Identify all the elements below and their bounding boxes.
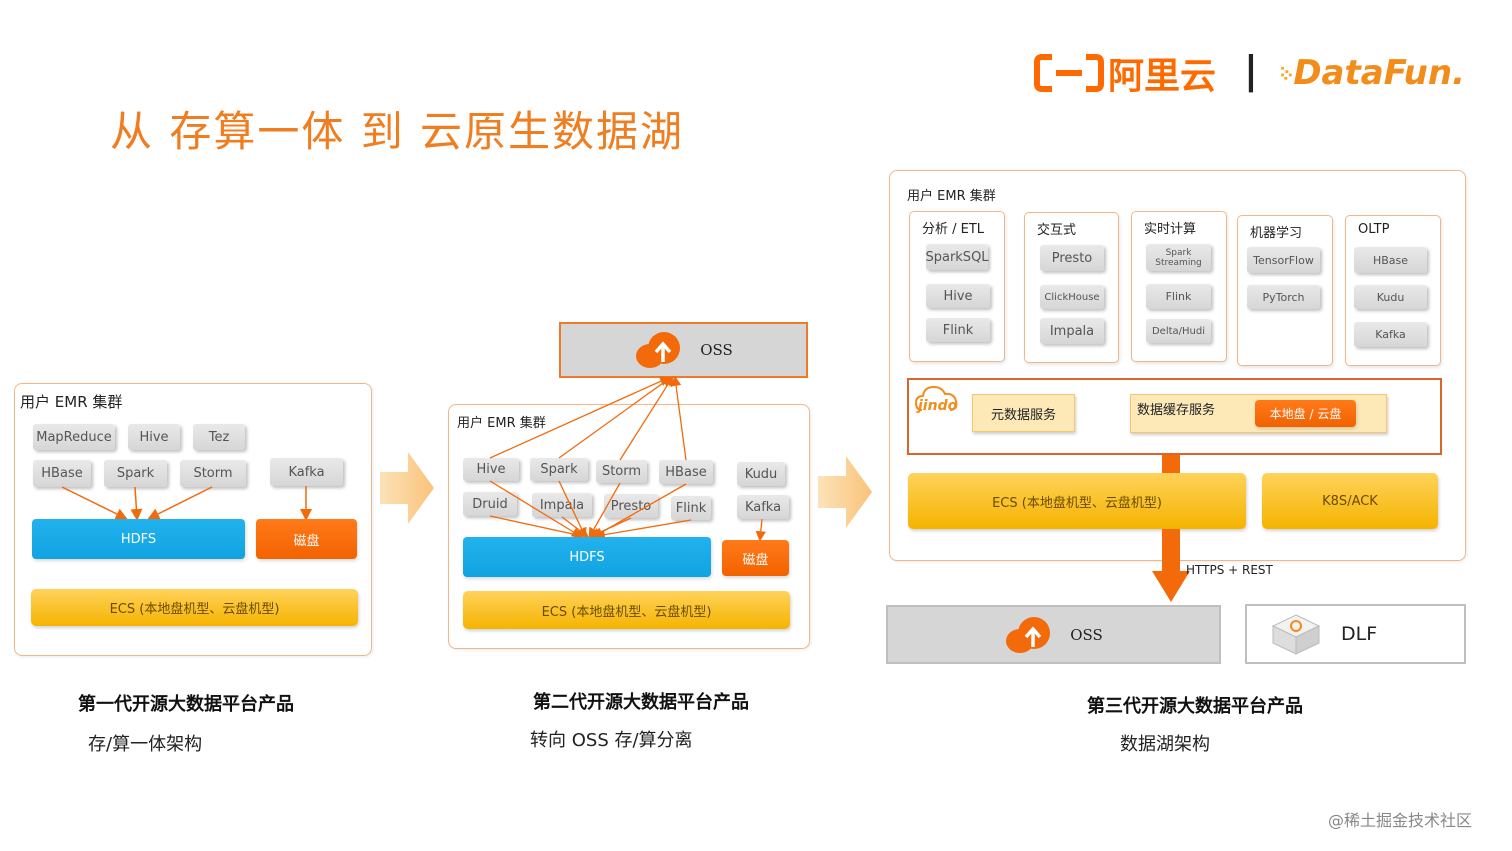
gen2-flink: Flink xyxy=(671,496,711,520)
aliyun-bracket-icon xyxy=(1034,54,1104,92)
gen3-kafka: Kafka xyxy=(1354,322,1427,347)
gen3-ecs: ECS (本地盘机型、云盘机型) xyxy=(908,473,1246,529)
dlf-cube-icon xyxy=(1271,614,1321,655)
gen2-cluster-label: 用户 EMR 集群 xyxy=(457,416,546,431)
gen1-caption-sub: 存/算一体架构 xyxy=(88,734,203,755)
gen3-dlf-label: DLF xyxy=(1341,623,1378,645)
gen2-hdfs: HDFS xyxy=(463,537,711,577)
gen1-spark: Spark xyxy=(104,460,167,487)
gen1-arrows xyxy=(61,486,312,521)
gen3-column-title: 分析 / ETL xyxy=(922,222,985,237)
jindo-logo-icon xyxy=(914,385,958,411)
gen2-hbase: HBase xyxy=(659,460,713,484)
gen3-down-arrow-icon xyxy=(1152,455,1190,602)
gen2-to-gen3-arrow-icon xyxy=(818,456,872,528)
datafun-pixel-icon xyxy=(1281,66,1292,80)
gen3-metadata-service: 元数据服务 xyxy=(972,394,1075,432)
aliyun-logo-text: 阿里云 xyxy=(1108,56,1217,97)
watermark: @稀土掘金技术社区 xyxy=(1328,811,1473,830)
gen1-to-gen2-arrow-icon xyxy=(380,452,434,524)
gen3-kudu: Kudu xyxy=(1354,285,1427,309)
gen3-caption-sub: 数据湖架构 xyxy=(1120,734,1210,755)
gen3-spark-streaming: Spark Streaming xyxy=(1146,244,1211,271)
page-title: 从 存算一体 到 云原生数据湖 xyxy=(110,107,685,156)
gen3-flink: Flink xyxy=(926,318,990,342)
gen3-pytorch: PyTorch xyxy=(1247,285,1320,309)
gen2-caption-sub: 转向 OSS 存/算分离 xyxy=(530,730,693,751)
gen2-kafka: Kafka xyxy=(737,495,789,519)
gen3-column-title: OLTP xyxy=(1358,222,1390,237)
gen2-oss-label: OSS xyxy=(700,341,733,359)
logo-separator: | xyxy=(1244,48,1258,92)
datafun-logo: DataFun. xyxy=(1280,50,1465,96)
gen3-cluster-label: 用户 EMR 集群 xyxy=(907,189,996,204)
gen3-delta-hudi: Delta/Hudi xyxy=(1146,319,1211,343)
gen3-impala: Impala xyxy=(1040,318,1104,344)
gen1-disk: 磁盘 xyxy=(256,519,357,559)
gen3-caption-title: 第三代开源大数据平台产品 xyxy=(1087,696,1303,717)
gen2-ecs: ECS (本地盘机型、云盘机型) xyxy=(463,591,790,629)
datafun-logo-text: DataFun. xyxy=(1293,53,1465,93)
gen1-kafka: Kafka xyxy=(270,458,343,486)
gen3-oss-box: OSS xyxy=(886,605,1221,664)
gen3-https-label: HTTPS + REST xyxy=(1186,563,1273,577)
gen2-oss-box: OSS xyxy=(559,322,808,378)
gen1-caption-title: 第一代开源大数据平台产品 xyxy=(78,694,294,715)
gen1-ecs: ECS (本地盘机型、云盘机型) xyxy=(31,589,358,626)
gen1-cluster-label: 用户 EMR 集群 xyxy=(20,393,123,411)
gen2-spark: Spark xyxy=(530,458,588,481)
gen3-oss-label: OSS xyxy=(1070,625,1103,644)
gen3-hive: Hive xyxy=(926,284,990,308)
gen2-hive: Hive xyxy=(463,458,519,481)
gen3-column-title: 交互式 xyxy=(1037,223,1077,238)
gen1-hbase: HBase xyxy=(33,460,91,487)
gen1-hdfs: HDFS xyxy=(32,519,245,559)
gen3-metadata-service-label: 元数据服务 xyxy=(990,407,1056,423)
oss-cloud-icon xyxy=(1006,616,1051,653)
aliyun-logo: 阿里云 xyxy=(1034,50,1219,97)
gen3-hbase: HBase xyxy=(1354,247,1427,273)
gen3-spark-streaming-label: Spark Streaming xyxy=(1155,247,1202,268)
gen3-tensorflow: TensorFlow xyxy=(1247,247,1320,273)
gen2-disk: 磁盘 xyxy=(722,540,789,576)
gen1-storm: Storm xyxy=(180,460,246,487)
jindo-logo-text: jindo xyxy=(918,398,958,414)
gen3-dlf-box: DLF xyxy=(1245,604,1466,664)
gen3-cache-service-label: 数据缓存服务 xyxy=(1137,403,1216,418)
gen1-tez: Tez xyxy=(193,424,245,450)
gen2-storm: Storm xyxy=(596,460,647,483)
gen3-flink-rt: Flink xyxy=(1146,284,1211,309)
oss-cloud-icon xyxy=(636,332,681,368)
gen3-cache-storage: 本地盘 / 云盘 xyxy=(1255,400,1356,427)
gen1-hive: Hive xyxy=(128,424,180,450)
gen2-arrows xyxy=(489,375,766,542)
gen2-druid: Druid xyxy=(463,492,517,516)
gen2-presto: Presto xyxy=(604,494,658,518)
gen1-mapreduce: MapReduce xyxy=(33,424,115,450)
gen3-presto: Presto xyxy=(1040,245,1104,271)
gen3-clickhouse: ClickHouse xyxy=(1040,285,1104,309)
gen3-sparksql: SparkSQL xyxy=(925,244,989,270)
gen3-column-title: 机器学习 xyxy=(1250,226,1303,241)
gen2-caption-title: 第二代开源大数据平台产品 xyxy=(533,692,749,713)
gen3-k8s-ack: K8S/ACK xyxy=(1262,473,1438,529)
gen3-column-title: 实时计算 xyxy=(1144,222,1197,237)
gen2-kudu: Kudu xyxy=(737,462,785,486)
